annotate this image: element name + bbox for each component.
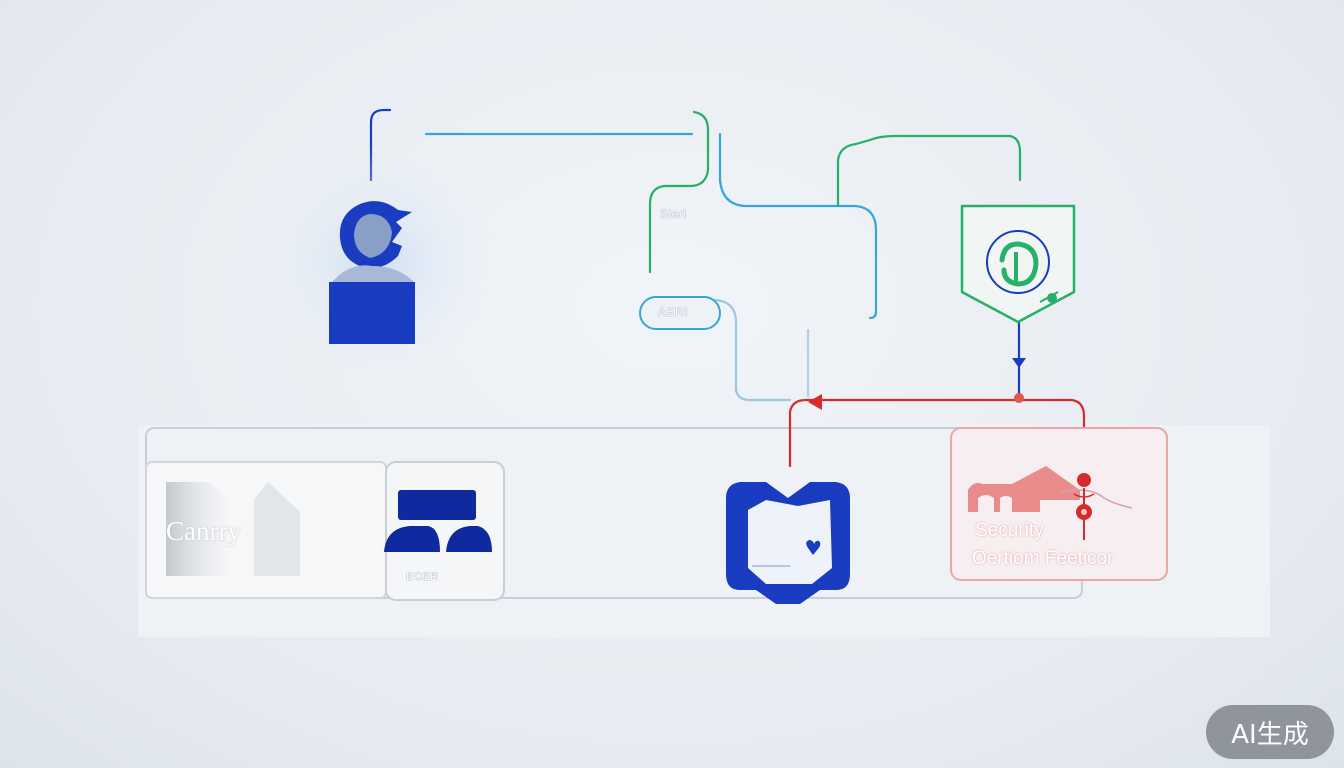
shield-icon [960, 204, 1076, 324]
connector-green-left [648, 110, 710, 274]
center-label-top: Sieri [660, 207, 687, 221]
canary-label: Canrry [166, 516, 241, 546]
connector-blue-mid [718, 132, 878, 320]
center-pill [639, 296, 721, 330]
arrow-blue [1012, 358, 1026, 368]
bed-icon [384, 490, 492, 552]
security-label: Security [975, 520, 1044, 541]
sparkle-line [1059, 489, 1133, 509]
ai-generated-badge: AI生成 [1206, 705, 1334, 759]
card-icon [145, 461, 387, 599]
bed-caption: ECER [406, 571, 439, 583]
security-card [950, 427, 1168, 581]
shield-heart-icon [726, 482, 850, 604]
location-pin-icon [1073, 473, 1095, 540]
connector-dot-red [1014, 393, 1024, 403]
arrow-red [808, 394, 822, 410]
connector-green-right [836, 134, 1022, 208]
connector-pill-down [714, 298, 792, 402]
center-pill-label: AERI [658, 305, 689, 319]
user-icon [329, 201, 415, 344]
connector-user-up [369, 108, 392, 182]
house-icon [968, 466, 1080, 512]
security-sub-label: Oertiom Feeticor [972, 548, 1114, 569]
connector-red [788, 398, 1086, 490]
